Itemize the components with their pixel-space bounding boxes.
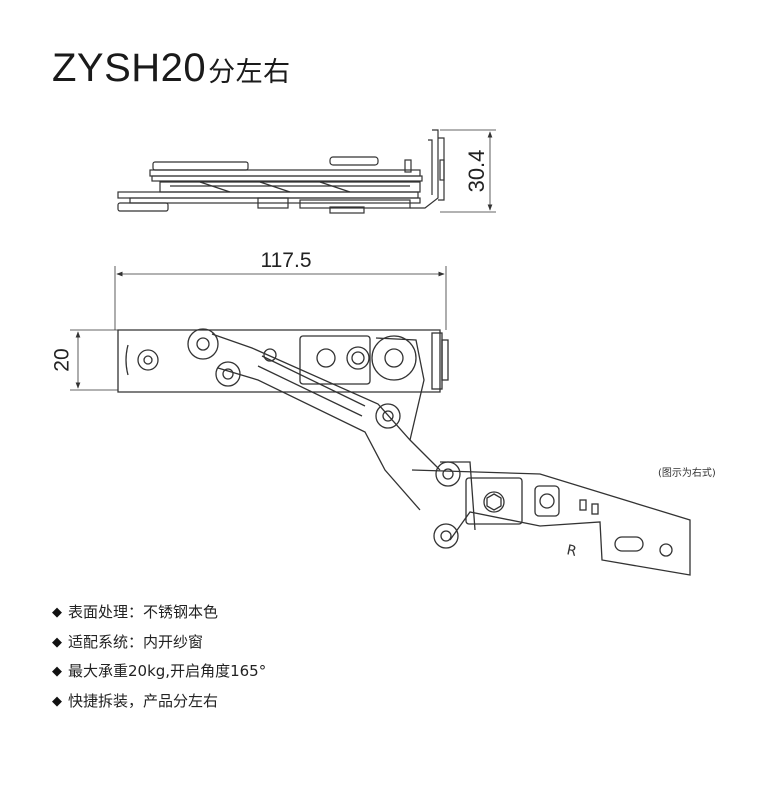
model-name: ZYSH20 [52, 46, 207, 90]
dim-height-side-label: 20 [51, 348, 74, 371]
feature-list: ◆ 表面处理：不锈钢本色 ◆ 适配系统：内开纱窗 ◆ 最大承重20kg,开启角度165… [52, 598, 266, 716]
feature-text: 最大承重20kg,开启角度165° [68, 662, 267, 680]
technical-drawing: 30.4 117.5 20 [51, 129, 691, 576]
svg-text:R: R [565, 542, 578, 560]
dim-width-label: 117.5 [261, 249, 312, 272]
diamond-bullet-icon: ◆ [52, 664, 62, 679]
page-title: ZYSH20分左右 [52, 46, 291, 91]
diamond-bullet-icon: ◆ [52, 634, 62, 650]
feature-text: 表面处理：不锈钢本色 [68, 603, 219, 621]
hinge-front-view: R [117, 328, 691, 576]
diagram-note: (图示为右式) [658, 468, 716, 479]
dim-height-top-label: 30.4 [464, 150, 489, 193]
feature-item: ◆ 最大承重20kg,开启角度165° [52, 657, 266, 687]
feature-item: ◆ 快捷拆装，产品分左右 [52, 687, 266, 717]
dim-height-side [70, 329, 118, 391]
dim-width [114, 266, 447, 330]
feature-text: 适配系统：内开纱窗 [68, 632, 204, 651]
dim-height-top [440, 129, 496, 213]
feature-item: ◆ 表面处理：不锈钢本色 [52, 598, 266, 628]
model-suffix: 分左右 [208, 57, 291, 88]
diamond-bullet-icon: ◆ [52, 693, 62, 709]
feature-item: ◆ 适配系统：内开纱窗 [52, 628, 266, 658]
diamond-bullet-icon: ◆ [52, 605, 62, 620]
feature-text: 快捷拆装，产品分左右 [68, 691, 219, 710]
hinge-top-view [117, 129, 445, 214]
